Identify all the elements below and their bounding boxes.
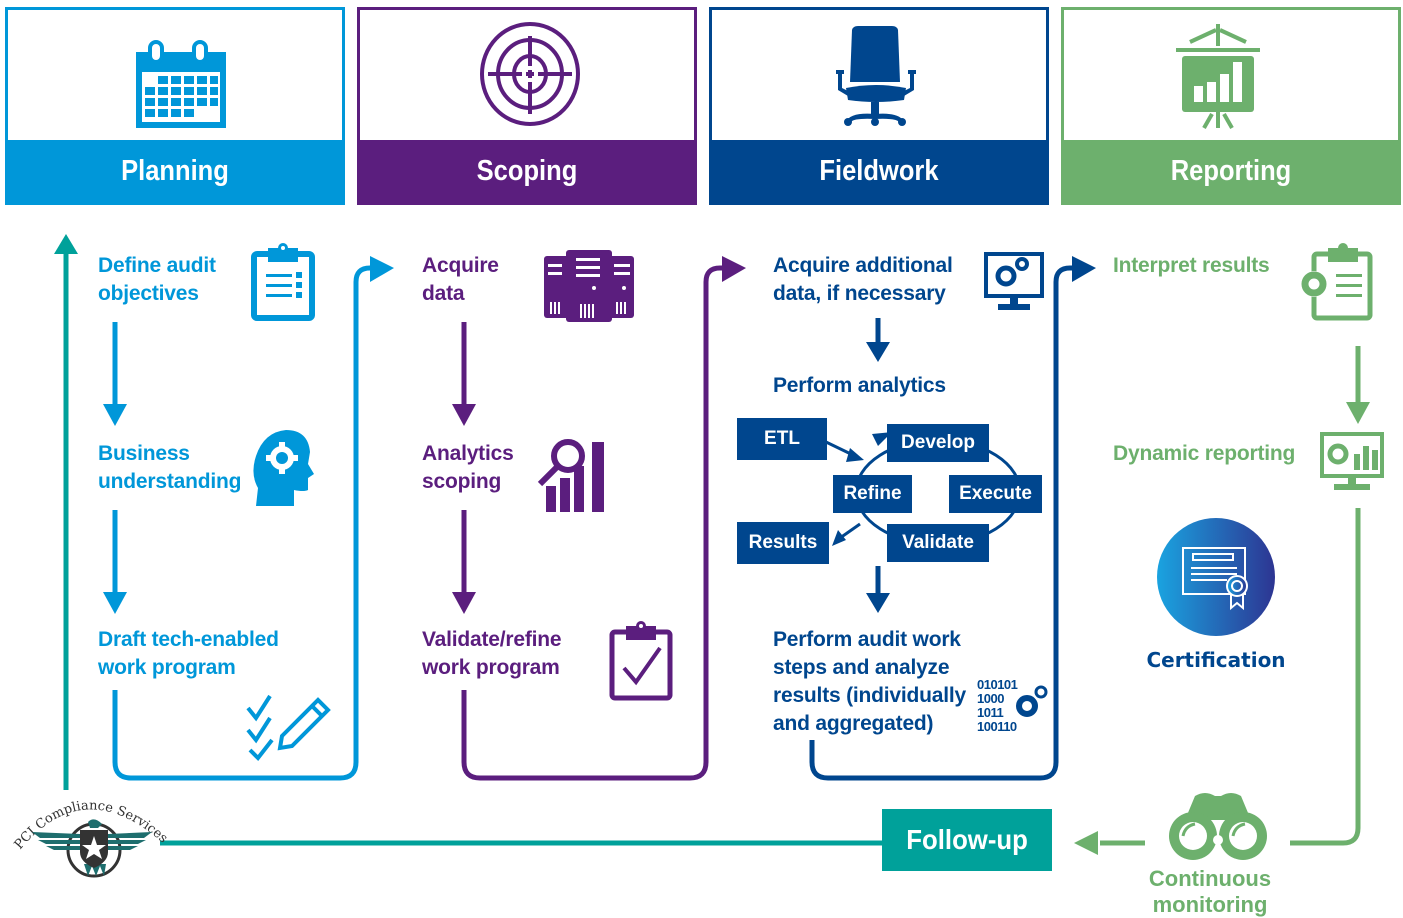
clipboard-list-icon	[251, 243, 315, 321]
gears-icon	[1016, 685, 1048, 717]
clipboard-check-icon	[609, 621, 673, 701]
phase-scoping: Scoping	[357, 7, 697, 205]
magnifier-bars-icon	[537, 439, 604, 512]
step-draft-work-program: Draft tech-enabled work program	[98, 628, 279, 679]
binary-gears-icon: 010101 1000 1011 100110	[977, 678, 1051, 738]
step-business-understanding: Business understanding	[98, 442, 242, 493]
fieldwork-connector	[809, 265, 1074, 781]
binary-line: 010101	[977, 677, 1018, 692]
binary-line: 1000	[977, 691, 1004, 706]
step-validate-refine: Validate/refine work program	[422, 628, 562, 679]
phase-fieldwork: Fieldwork	[709, 7, 1049, 205]
head-gear-icon	[253, 430, 314, 506]
step-perform-analytics: Perform analytics	[773, 374, 946, 397]
binary-line: 100110	[977, 719, 1017, 734]
step-acquire-additional-data: Acquire additional data, if necessary	[773, 254, 953, 305]
clipboard-gear-icon	[1301, 243, 1373, 321]
monitor-gears-icon	[984, 252, 1044, 310]
step-define-audit-objectives: Define audit objectives	[98, 254, 216, 305]
binary-line: 1011	[977, 705, 1004, 720]
logo: PCI Compliance Services	[12, 784, 170, 884]
cycle-develop: Develop	[887, 424, 989, 462]
cycle-etl: ETL	[737, 418, 827, 460]
planning-connector	[112, 265, 372, 781]
phase-label: Planning	[121, 154, 229, 187]
phase-planning: Planning	[5, 7, 345, 205]
phase-label: Reporting	[1170, 154, 1292, 187]
office-chair-icon	[836, 26, 916, 126]
eagle-shield-icon	[32, 819, 152, 878]
followup-box: Follow-up	[882, 809, 1052, 871]
binoculars-icon	[1169, 793, 1267, 860]
calendar-icon	[136, 40, 226, 128]
target-icon	[480, 22, 580, 126]
phase-label: Fieldwork	[819, 154, 939, 187]
step-analytics-scoping: Analytics scoping	[422, 442, 514, 493]
followup-label: Follow-up	[906, 824, 1028, 855]
monitor-chart-icon	[1320, 432, 1384, 490]
cycle-refine: Refine	[833, 475, 912, 513]
reporting-connector	[1290, 508, 1361, 846]
scoping-connector	[461, 265, 724, 781]
step-interpret-results: Interpret results	[1113, 254, 1270, 277]
continuous-monitoring-label: Continuous monitoring	[1148, 866, 1272, 917]
certificate-icon	[1157, 518, 1275, 636]
phase-reporting: Reporting	[1061, 7, 1401, 205]
cycle-validate: Validate	[887, 524, 989, 562]
cycle-execute: Execute	[949, 475, 1042, 513]
followup-arrowhead	[54, 234, 78, 254]
presentation-chart-icon	[1176, 24, 1260, 129]
step-acquire-data: Acquire data	[422, 254, 499, 305]
certification-label: Certification	[1146, 648, 1286, 672]
step-dynamic-reporting: Dynamic reporting	[1113, 442, 1296, 465]
cycle-results: Results	[737, 522, 829, 564]
checkmarks-pencil-icon	[246, 694, 331, 762]
flow-connectors	[54, 234, 1370, 855]
phase-label: Scoping	[476, 154, 578, 187]
servers-icon	[544, 250, 634, 322]
step-perform-audit-work: Perform audit work steps and analyze res…	[773, 628, 967, 735]
